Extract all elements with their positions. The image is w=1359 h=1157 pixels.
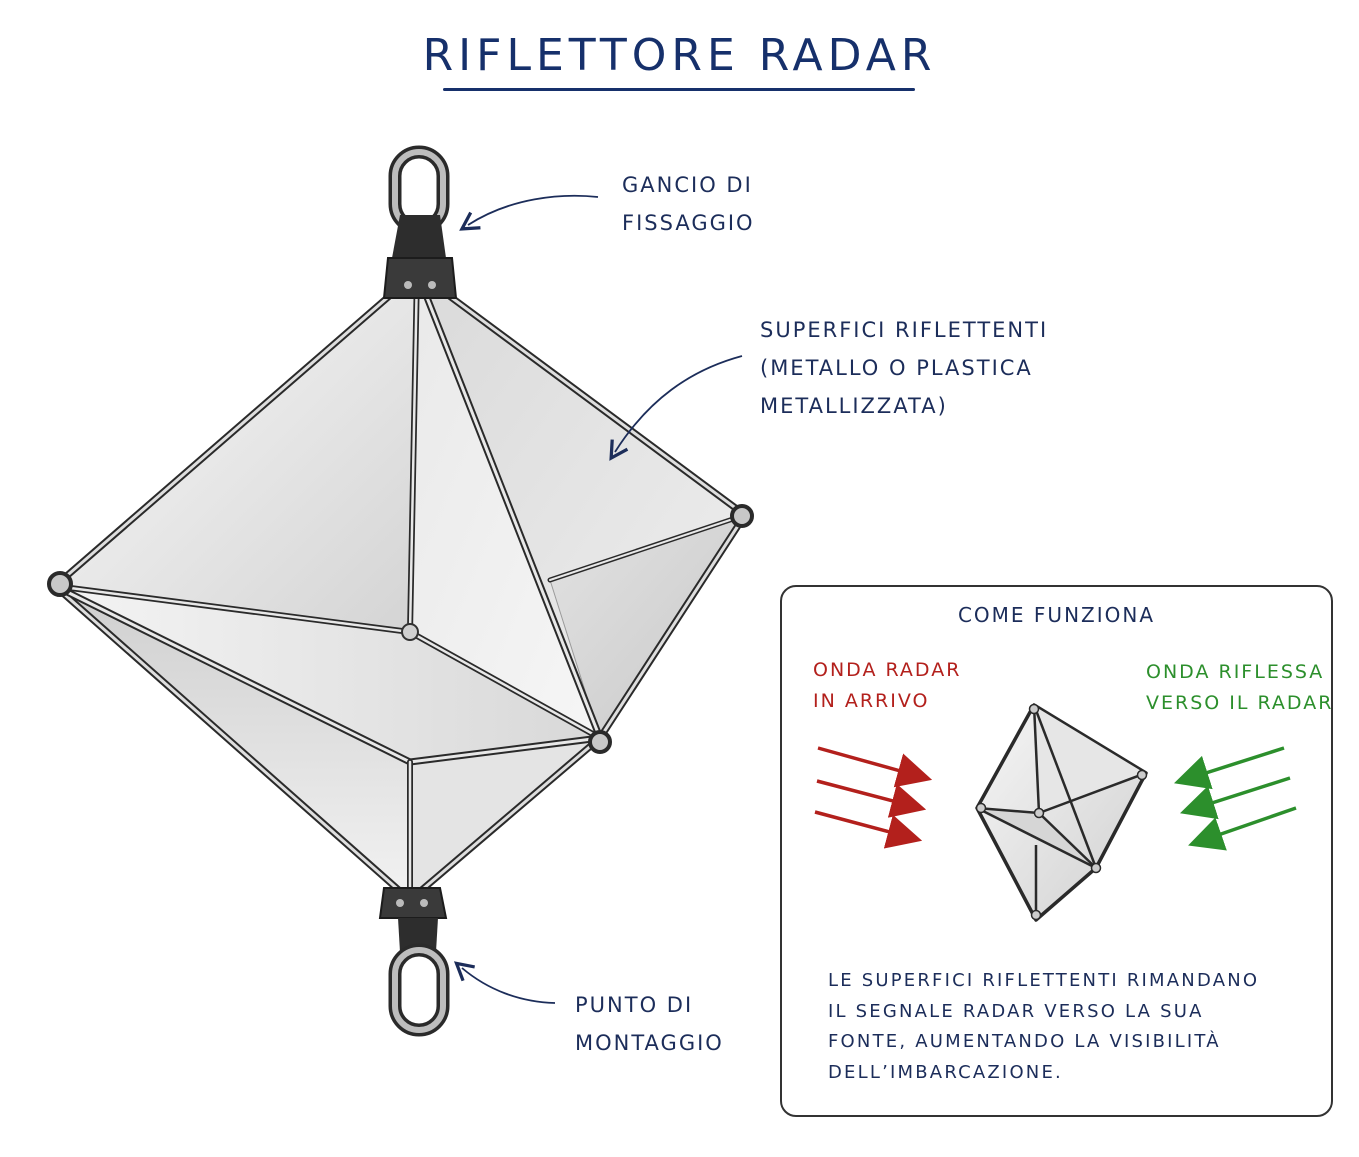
small-reflector: [975, 703, 1148, 922]
reflected-arrow-1: [1173, 746, 1285, 790]
incoming-arrow-3: [814, 810, 923, 849]
reflected-wave-label: ONDA RIFLESSA VERSO IL RADAR: [1146, 657, 1333, 719]
how-it-works-illustration: [814, 703, 1297, 922]
description-line-3: FONTE, AUMENTANDO LA VISIBILITÀ: [828, 1031, 1221, 1052]
reflected-arrow-3: [1188, 806, 1297, 851]
description-line-4: DELL’IMBARCAZIONE.: [828, 1061, 1063, 1083]
hook-label: GANCIO DI FISSAGGIO: [622, 166, 755, 242]
surfaces-label-line-3: METALLIZZATA): [760, 394, 948, 418]
surfaces-label: SUPERFICI RIFLETTENTI (METALLO O PLASTIC…: [760, 311, 1048, 425]
reflected-wave-arrows: [1173, 746, 1297, 851]
incoming-wave-label-line-2: IN ARRIVO: [813, 690, 930, 712]
bottom-mount-assembly: [378, 887, 450, 1037]
page-title: RIFLETTORE RADAR: [422, 30, 937, 81]
mount-label-line-2: MONTAGGIO: [575, 1031, 724, 1055]
surfaces-label-line-2: (METALLO O PLASTICA: [760, 356, 1033, 380]
hook-label-line-1: GANCIO DI: [622, 173, 753, 197]
corner-joints: [47, 504, 754, 754]
mount-label: PUNTO DI MONTAGGIO: [575, 986, 724, 1062]
incoming-arrow-2: [816, 779, 927, 818]
description-line-2: IL SEGNALE RADAR VERSO LA SUA: [828, 1000, 1204, 1022]
mount-leader-arrow: [453, 961, 556, 1004]
incoming-wave-arrows: [814, 746, 933, 849]
how-it-works-description: LE SUPERFICI RIFLETTENTI RIMANDANO IL SE…: [828, 966, 1259, 1088]
reflected-wave-label-line-2: VERSO IL RADAR: [1146, 692, 1334, 714]
hook-leader-arrow: [459, 194, 599, 231]
surfaces-leader-arrow: [609, 355, 743, 461]
incoming-wave-label: ONDA RADAR IN ARRIVO: [813, 655, 961, 717]
mount-label-line-1: PUNTO DI: [575, 993, 694, 1017]
incoming-wave-label-line-1: ONDA RADAR: [813, 659, 962, 681]
top-hook-assembly: [382, 145, 458, 299]
reflected-arrow-2: [1179, 776, 1291, 820]
reflector-panels: [53, 270, 747, 902]
reflected-wave-label-line-1: ONDA RIFLESSA: [1146, 661, 1325, 683]
hook-label-line-2: FISSAGGIO: [622, 211, 755, 235]
title-underline: [443, 88, 915, 91]
how-it-works-title: COME FUNZIONA: [957, 603, 1156, 627]
description-line-1: LE SUPERFICI RIFLETTENTI RIMANDANO: [828, 970, 1260, 991]
panel-upper-left: [53, 270, 418, 633]
incoming-arrow-1: [817, 746, 933, 788]
surfaces-label-line-1: SUPERFICI RIFLETTENTI: [760, 318, 1049, 342]
reflector-frame: [51, 268, 749, 904]
